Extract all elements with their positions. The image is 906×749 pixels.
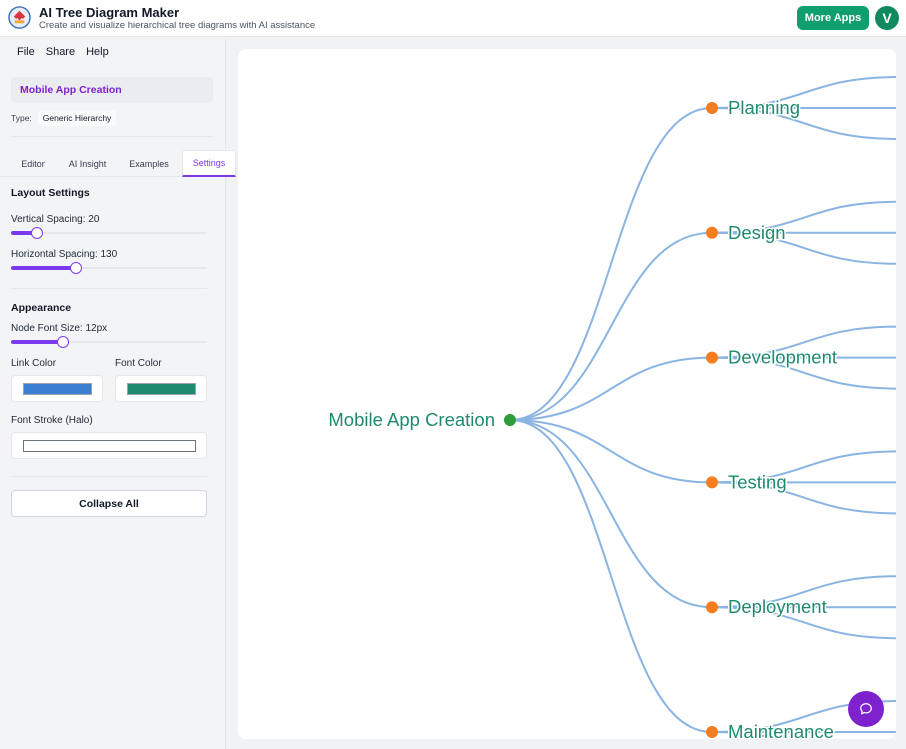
tree-label-deployment[interactable]: Deployment xyxy=(727,595,829,619)
app-subtitle: Create and visualize hierarchical tree d… xyxy=(39,20,316,31)
tree-link xyxy=(509,107,713,421)
menu-bar: File Share Help xyxy=(17,46,120,58)
divider xyxy=(11,288,207,289)
slider-thumb[interactable] xyxy=(57,336,69,348)
type-label: Type: xyxy=(11,113,32,123)
tree-node-development[interactable] xyxy=(706,351,718,364)
slider-track xyxy=(11,267,207,269)
font-color-label: Font Color xyxy=(115,358,162,369)
chat-button[interactable] xyxy=(848,691,884,727)
tree-label-development[interactable]: Development xyxy=(727,345,839,369)
vertical-spacing-label: Vertical Spacing: 20 xyxy=(11,214,100,225)
tree-node-planning[interactable] xyxy=(706,102,718,114)
tree-node-testing[interactable] xyxy=(706,476,718,489)
chat-bubble-icon xyxy=(860,703,872,715)
tree-link-leaf xyxy=(711,481,896,515)
slider-fill xyxy=(11,266,76,270)
font-stroke-label: Font Stroke (Halo) xyxy=(11,415,93,426)
slider-thumb[interactable] xyxy=(31,227,43,239)
tree-link-leaf xyxy=(711,107,896,140)
link-color-picker[interactable] xyxy=(11,375,103,402)
type-value[interactable]: Generic Hierarchy xyxy=(37,110,117,126)
tree-link-leaf xyxy=(711,325,896,359)
tree-link-leaf xyxy=(711,450,896,484)
app-title: AI Tree Diagram Maker xyxy=(39,5,180,20)
more-apps-button[interactable]: More Apps xyxy=(797,6,869,30)
menu-file[interactable]: File xyxy=(17,46,35,58)
layout-settings-title: Layout Settings xyxy=(11,187,90,199)
diagram-type-row: Type: Generic Hierarchy xyxy=(11,110,117,126)
tree-root-node[interactable] xyxy=(504,414,516,426)
tree-node-maintenance[interactable] xyxy=(706,726,718,738)
tree-node-deployment[interactable] xyxy=(706,601,718,614)
slider-thumb[interactable] xyxy=(70,262,82,274)
tree-link-leaf xyxy=(711,731,781,739)
collapse-all-button[interactable]: Collapse All xyxy=(11,490,207,517)
app-logo-icon xyxy=(8,6,31,29)
tree-link-leaf xyxy=(711,231,896,265)
user-avatar[interactable]: V xyxy=(875,6,899,30)
font-stroke-swatch xyxy=(23,440,196,452)
slider-track xyxy=(11,232,207,234)
horizontal-spacing-label: Horizontal Spacing: 130 xyxy=(11,249,118,260)
tree-label-testing[interactable]: Testing xyxy=(727,470,789,494)
divider xyxy=(11,136,213,137)
tree-link xyxy=(509,231,713,421)
tree-link xyxy=(509,419,713,733)
tree-diagram[interactable]: Mobile App Creation PlanningDesignDevelop… xyxy=(238,49,896,739)
tree-label-planning[interactable]: Planning xyxy=(727,96,802,120)
tree-link-leaf xyxy=(711,356,896,390)
tree-links xyxy=(509,76,896,739)
font-color-picker[interactable] xyxy=(115,375,207,402)
slider-fill xyxy=(11,340,63,344)
menu-share[interactable]: Share xyxy=(45,46,76,58)
tree-label-design[interactable]: Design xyxy=(727,220,788,244)
link-color-label: Link Color xyxy=(11,358,57,369)
font-color-swatch xyxy=(127,383,196,395)
appearance-title: Appearance xyxy=(11,302,72,314)
tree-link xyxy=(509,419,713,484)
diagram-name-field[interactable]: Mobile App Creation xyxy=(11,77,213,103)
link-color-swatch xyxy=(23,383,92,395)
node-font-size-slider[interactable] xyxy=(11,336,207,348)
tree-link xyxy=(509,356,713,421)
slider-fill xyxy=(11,231,37,235)
tree-label-maintenance[interactable]: Maintenance xyxy=(727,720,836,740)
tree-link-leaf xyxy=(711,606,896,640)
font-stroke-picker[interactable] xyxy=(11,432,207,459)
app-header: AI Tree Diagram Maker Create and visuali… xyxy=(0,0,906,37)
tab-editor[interactable]: Editor xyxy=(21,158,45,169)
menu-help[interactable]: Help xyxy=(86,46,109,58)
node-font-size-label: Node Font Size: 12px xyxy=(11,323,108,334)
tab-settings[interactable]: Settings xyxy=(182,150,236,177)
tree-link xyxy=(509,419,713,609)
tab-examples[interactable]: Examples xyxy=(129,158,169,169)
tree-link-leaf xyxy=(711,575,896,609)
tree-root-label[interactable]: Mobile App Creation xyxy=(327,408,497,432)
slider-track xyxy=(11,341,207,343)
horizontal-spacing-slider[interactable] xyxy=(11,262,207,274)
tab-bar: Editor AI Insight Examples Settings xyxy=(0,150,236,177)
divider xyxy=(11,476,207,477)
sidebar: File Share Help Mobile App Creation Type… xyxy=(0,38,236,749)
tree-link-leaf xyxy=(711,76,896,109)
vertical-spacing-slider[interactable] xyxy=(11,227,207,239)
tab-ai-insight[interactable]: AI Insight xyxy=(68,158,107,169)
tree-link-leaf xyxy=(711,200,896,234)
tree-node-design[interactable] xyxy=(706,226,718,239)
